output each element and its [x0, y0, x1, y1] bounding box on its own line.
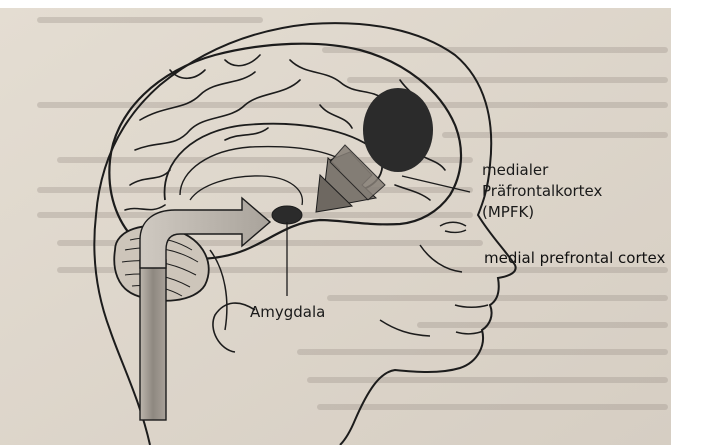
mpfk-region [363, 88, 433, 172]
mpfk-translation-label: medial prefrontal cortex [484, 249, 665, 267]
mpfk-label-line1: medialer [482, 160, 602, 181]
amygdala-label: Amygdala [250, 303, 325, 321]
mpfk-label: medialer Präfrontalkortex (MPFK) [482, 160, 602, 223]
amygdala-region [272, 206, 302, 224]
spinal-tube [140, 260, 166, 420]
mpfk-label-line2: Präfrontalkortex [482, 181, 602, 202]
mpfk-label-line3: (MPFK) [482, 202, 602, 223]
